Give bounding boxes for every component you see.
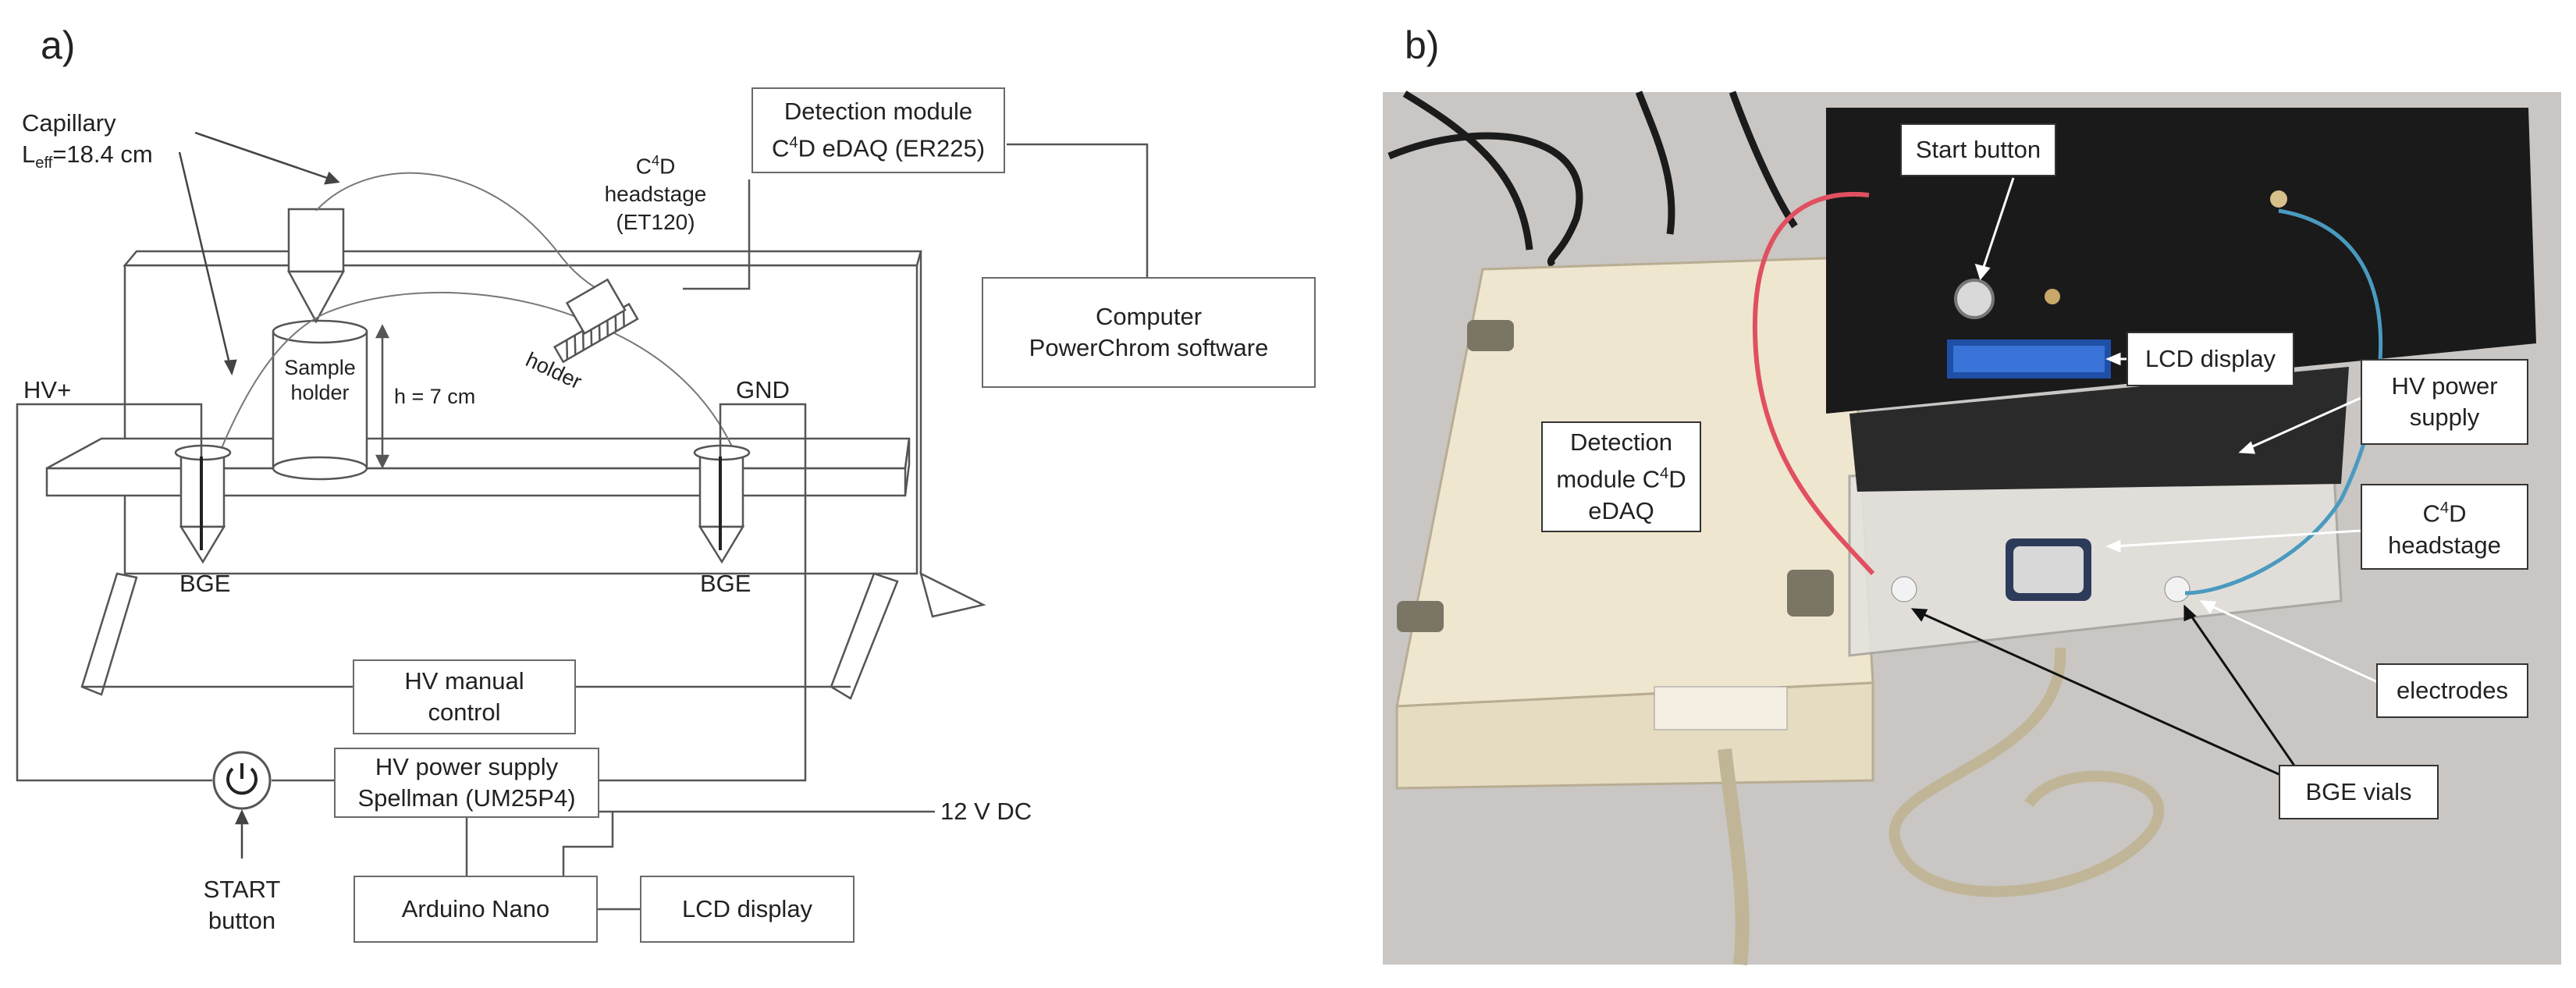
bge-right-label: BGE — [700, 570, 751, 597]
gnd-wire — [598, 403, 807, 782]
photo-grey-cable — [1718, 748, 1750, 966]
photo-bge-pointer-lines — [1910, 604, 2311, 790]
computer-box: Computer PowerChrom software — [982, 277, 1316, 388]
capillary-pointer-arrows — [178, 131, 340, 376]
photo-red-wire — [1752, 192, 1875, 576]
bge-vial-left-shape — [174, 444, 232, 564]
photo-blue-wire — [2184, 208, 2383, 595]
hv-power-supply-box: HV power supply Spellman (UM25P4) — [334, 748, 599, 818]
photo-hv-box — [1826, 108, 2536, 492]
headstage-to-module-line — [683, 179, 751, 290]
panel-b-letter: b) — [1405, 23, 1440, 67]
start-arrow — [235, 809, 249, 858]
bge-vials-callout: BGE vials — [2279, 765, 2439, 819]
electrodes-callout: electrodes — [2376, 663, 2528, 718]
height-arrow — [375, 324, 390, 469]
stand-shelf — [45, 437, 911, 497]
module-to-computer-line — [1007, 143, 1149, 277]
lcd-display-box: LCD display — [640, 876, 855, 943]
gnd-label: GND — [736, 376, 790, 403]
stand-feet — [80, 571, 986, 700]
photo-callout-lines — [1974, 177, 2389, 688]
start-button-callout: Start button — [1900, 123, 2056, 176]
capillary-label: Capillary Leff=18.4 cm — [22, 109, 153, 172]
headstage-label: C4D headstage (ET120) — [604, 153, 707, 235]
sample-holder-shape — [272, 319, 368, 481]
power-icon — [212, 751, 272, 810]
capillary-inlet — [286, 208, 346, 324]
height-label: h = 7 cm — [394, 385, 476, 408]
capillary-arc-lower — [198, 291, 742, 508]
schematic-panel — [16, 131, 1149, 911]
photo-grey-cable-coil — [1888, 647, 2165, 897]
hv-plus-label: HV+ — [23, 376, 72, 403]
detection-module-box: Detection module C4D eDAQ (ER225) — [751, 87, 1005, 173]
arduino-nano-box: Arduino Nano — [354, 876, 598, 943]
hv-plus-wire — [16, 403, 212, 782]
hv-manual-control-box: HV manual control — [353, 659, 576, 734]
bge-vial-right-shape — [693, 444, 751, 564]
supply-to-arduino-wire-2 — [562, 812, 614, 876]
dc-label: 12 V DC — [940, 798, 1032, 825]
sample-holder-label: Sample holder — [284, 356, 356, 404]
photo-acrylic-holder — [1848, 459, 2343, 657]
bge-left-label: BGE — [179, 570, 231, 597]
headstage-holder-shape — [553, 278, 639, 364]
lcd-display-callout: LCD display — [2127, 332, 2294, 386]
c4d-headstage-callout: C4D headstage — [2361, 484, 2528, 570]
start-button-label: START button — [203, 876, 281, 934]
panel-a-letter: a) — [41, 23, 76, 67]
stand-backboard — [123, 250, 922, 575]
detection-module-callout: Detection module C4D eDAQ — [1541, 421, 1701, 532]
hv-power-supply-callout: HV power supply — [2361, 359, 2528, 445]
